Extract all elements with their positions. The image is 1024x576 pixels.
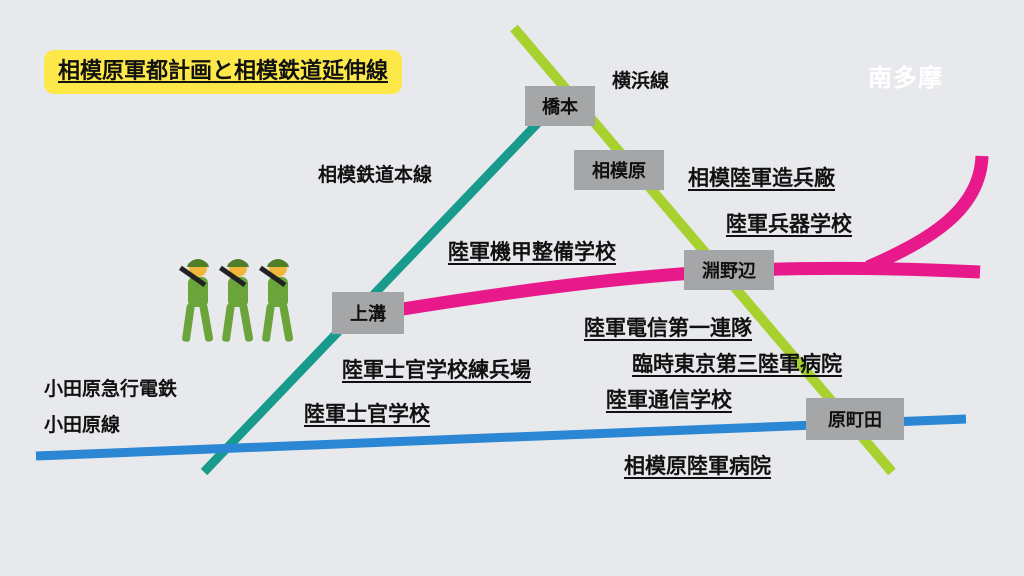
sagami-line-label: 相模鉄道本線	[318, 164, 433, 186]
facility-tsushin-gakko: 陸軍通信学校	[606, 388, 732, 412]
station-kamimizo[interactable]: 上溝	[332, 292, 404, 334]
soldier-icon	[178, 259, 214, 342]
facility-rinji-byouin: 臨時東京第三陸軍病院	[632, 352, 842, 376]
facility-shikan-gakko: 陸軍士官学校	[304, 402, 430, 426]
yokohama-line-label: 横浜線	[612, 70, 670, 92]
brand-label: 南多摩	[868, 64, 943, 92]
soldier-icon	[258, 259, 294, 342]
facility-denshin: 陸軍電信第一連隊	[584, 316, 752, 340]
facility-renpeijou: 陸軍士官学校練兵場	[342, 358, 531, 382]
extension-line-branch	[865, 155, 989, 273]
facility-sagamihara-byouin: 相模原陸軍病院	[624, 454, 771, 478]
station-fuchinobe[interactable]: 淵野辺	[684, 250, 774, 290]
soldier-icon	[218, 259, 254, 342]
station-sagamihara[interactable]: 相模原	[574, 150, 664, 190]
facility-kikou-seibi: 陸軍機甲整備学校	[448, 240, 616, 264]
facility-zouheisho: 相模陸軍造兵廠	[688, 166, 835, 190]
station-hashimoto[interactable]: 橋本	[525, 86, 595, 126]
odakyu-line-label-2: 小田原線	[44, 414, 121, 436]
page-title: 相模原軍都計画と相模鉄道延伸線	[44, 50, 403, 95]
station-haramachida[interactable]: 原町田	[806, 398, 904, 440]
facility-heiki-gakko: 陸軍兵器学校	[726, 212, 852, 236]
odakyu-line-label-1: 小田原急行電鉄	[44, 378, 178, 400]
sagami-line	[200, 102, 558, 476]
